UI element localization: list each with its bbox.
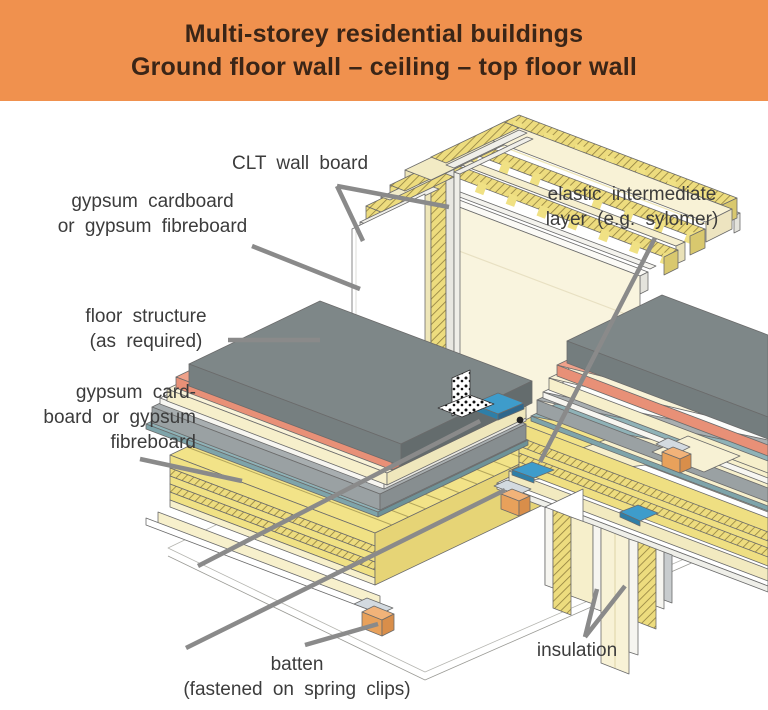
right-floor-assembly [496,294,768,593]
perforated-angle-bracket [437,369,495,418]
label-gypsum-upper: gypsum cardboard or gypsum fibreboard [57,191,248,237]
batten-spring-clip-2 [493,479,532,517]
leader-gypsum-upper [251,243,361,292]
leader-batten-2 [185,487,506,651]
label-insulation: insulation [536,640,618,661]
leader-gypsum-lower [139,456,243,484]
title-banner: Multi-storey residential buildings Groun… [0,0,768,101]
leader-gypsum-lower-2 [196,418,482,569]
leader-elastic-layer [537,236,658,464]
leader-insulation [582,584,627,639]
label-elastic-layer: elastic intermediate layer (e.g. sylomer… [545,184,719,230]
sylomer-pads [471,392,659,527]
leader-lines [139,183,658,651]
label-floor-structure: floor structure (as required) [85,306,207,352]
ceiling-gypsum-boards [145,511,389,618]
screw-dot [516,416,524,424]
leader-batten-1 [304,621,379,648]
label-gypsum-lower: gypsum card- board or gypsum fibreboard [43,382,196,453]
leader-clt-wall-board [334,183,450,242]
left-floor-structure [145,300,533,518]
label-batten: batten (fastened on spring clips) [183,654,411,700]
label-clt-wall-board: CLT wall board [231,153,369,174]
title-line-2: Ground floor wall – ceiling – top floor … [130,52,638,81]
title-line-1: Multi-storey residential buildings [184,19,584,48]
